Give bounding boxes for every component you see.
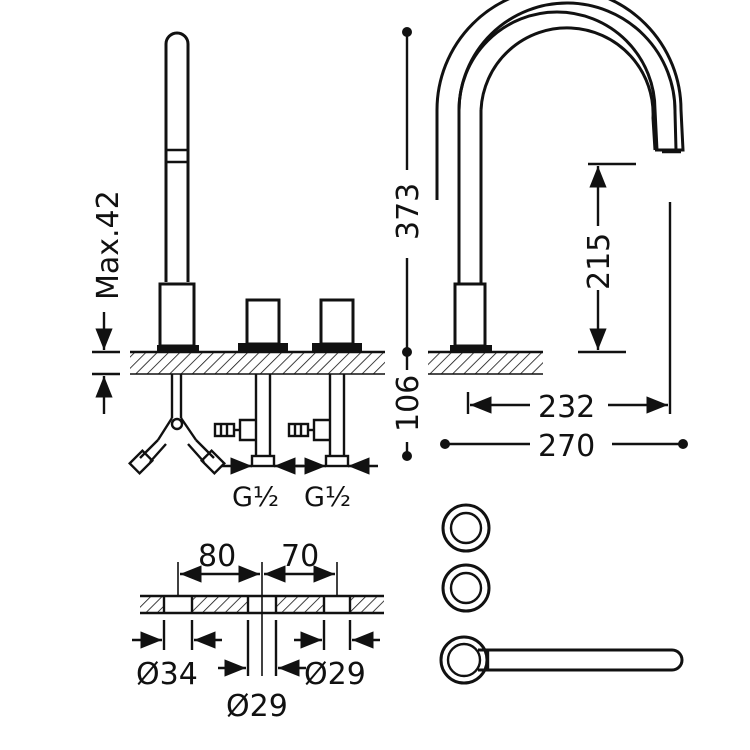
- vertical-dimension-line: [390, 27, 424, 461]
- side-countertop-section: [428, 352, 543, 374]
- max-thickness-label: Max.42: [91, 190, 126, 300]
- spacing-right-label: 70: [281, 539, 319, 574]
- height-total-label: 373: [391, 183, 426, 240]
- overall-width-dimension: [440, 439, 688, 449]
- hole-layout-hatch-1: [140, 596, 164, 613]
- spout-height-dimension: [578, 162, 636, 354]
- countertop-section: [130, 352, 385, 374]
- hole-left-label: Ø34: [136, 657, 198, 692]
- top-view-spout: [439, 635, 684, 685]
- thread-label-left: G½: [232, 482, 279, 513]
- front-view: G½ G½ Max.42: [91, 31, 385, 513]
- side-view: 215 232 270: [428, 0, 688, 464]
- hole-layout-hatch-4: [350, 596, 384, 613]
- top-view-handle-lower: [441, 563, 491, 613]
- height-under-label: 106: [391, 375, 426, 432]
- spout-height-label: 215: [582, 233, 617, 290]
- hole-right-label: Ø29: [304, 657, 366, 692]
- top-view-handle-upper: [441, 503, 491, 553]
- spacing-left-label: 80: [198, 539, 236, 574]
- hole-center-label: Ø29: [226, 689, 288, 724]
- valve-right-body: [287, 374, 350, 468]
- hole-layout-hatch-2: [192, 596, 248, 613]
- valve-left-body: [213, 374, 276, 468]
- hole-layout: [132, 562, 384, 677]
- overall-width-label: 270: [538, 429, 595, 464]
- max-thickness-dimension: [92, 312, 120, 414]
- spout-reach-dimension: [466, 202, 672, 414]
- spout-column: [157, 31, 199, 352]
- spout-supply-pipes: [127, 374, 227, 476]
- thread-label-right: G½: [304, 482, 351, 513]
- gooseneck-spout: [435, 0, 685, 352]
- hole-layout-hatch-3: [276, 596, 324, 613]
- top-view: [439, 503, 684, 685]
- spout-reach-label: 232: [538, 390, 595, 425]
- handle-right: [312, 298, 362, 352]
- handle-left: [238, 298, 288, 352]
